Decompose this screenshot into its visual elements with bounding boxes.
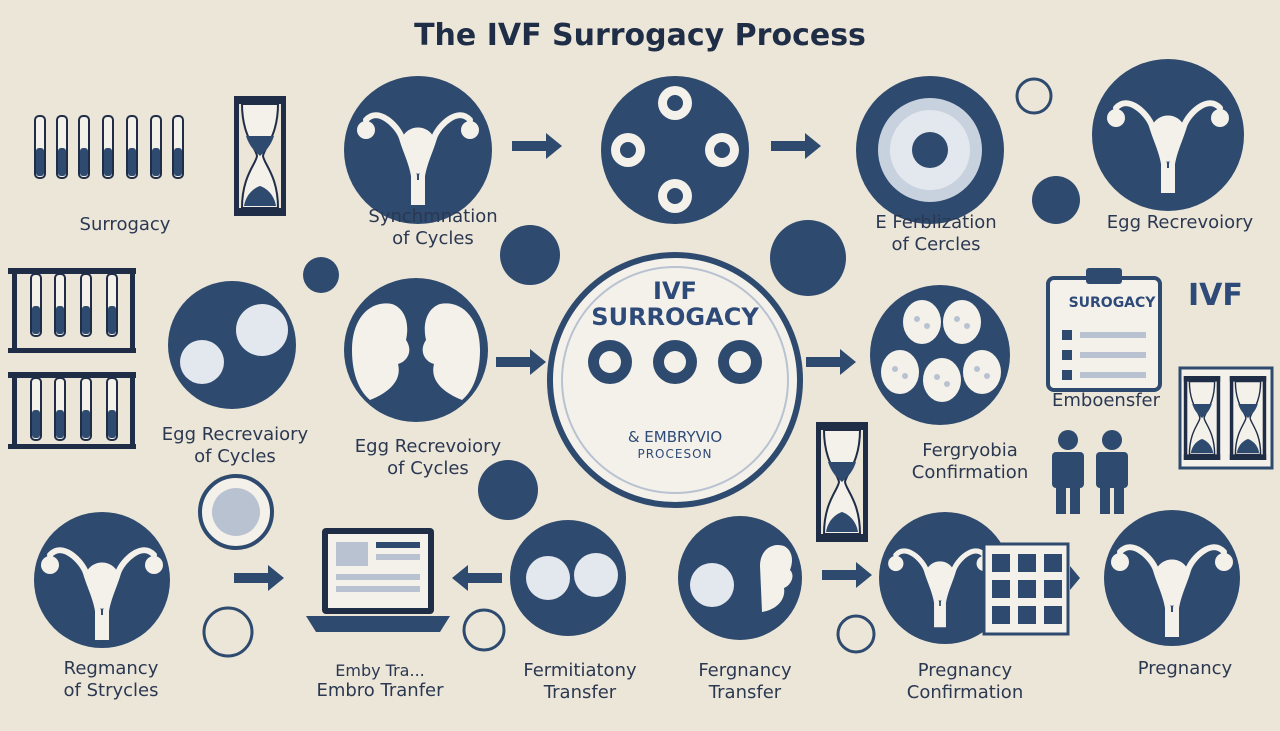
label-fert-1: E Ferblization — [875, 212, 997, 233]
ultrasound-grid-icon — [982, 542, 1070, 636]
clipboard-icon — [1046, 268, 1162, 392]
label-bottom-4b: Transfer — [708, 682, 782, 703]
hourglass-pair — [1178, 366, 1274, 470]
cells-icon — [770, 220, 846, 296]
label-emboensfer: Emboensfer — [1051, 390, 1161, 411]
cell-icon — [202, 606, 254, 658]
cell-icon — [462, 608, 506, 652]
syringe-icon — [303, 257, 339, 293]
hourglass-icon — [815, 421, 869, 543]
label-bottom-2a: Emby Tra... — [335, 661, 425, 680]
test-tubes-row — [34, 115, 184, 179]
center-title-1: IVF — [653, 277, 697, 305]
label-bottom-6: Pregnancy — [1137, 658, 1233, 679]
center-subtitle-2: PROCESON — [637, 447, 713, 461]
hourglass-icon — [233, 95, 287, 217]
pipette-icon — [478, 460, 538, 520]
cycle-circle — [601, 76, 749, 224]
label-sync-1: Synchmnation — [368, 206, 498, 227]
arrow-icon — [452, 565, 502, 591]
label-bottom-1b: of Strycles — [63, 680, 159, 701]
label-egg-mid-2: of Cycles — [387, 458, 469, 479]
arrow-icon — [771, 133, 821, 159]
laptop-icon — [306, 528, 450, 632]
label-egg-mid-1: Egg Recrevoiory — [354, 436, 502, 457]
label-ferg-1: Fergryobia — [922, 440, 1018, 461]
label-bottom-2b: Embro Tranfer — [316, 680, 444, 701]
label-egg-top: Egg Recrevoiory — [1106, 212, 1254, 233]
center-subtitle-1: & EMBRYVIO — [627, 428, 723, 446]
clipboard-label: SUROGACY — [1068, 295, 1156, 311]
label-bottom-3a: Fermitiatony — [523, 660, 637, 681]
label-bottom-1a: Regmancy — [63, 658, 159, 679]
label-egg-left-1: Egg Recrevaiory — [161, 424, 309, 445]
label-bottom-3b: Transfer — [543, 682, 617, 703]
arrow-icon — [806, 349, 856, 375]
arrow-icon — [234, 565, 284, 591]
label-sync-2: of Cycles — [392, 228, 474, 249]
embryo-icon — [500, 225, 560, 285]
ivf-side-label: IVF — [1188, 278, 1243, 313]
arrow-icon — [512, 133, 562, 159]
target-icon — [1015, 77, 1053, 115]
cell-icon — [836, 614, 876, 654]
label-fert-2: of Cercles — [891, 234, 981, 255]
label-egg-left-2: of Cycles — [194, 446, 276, 467]
test-tube-rack — [8, 268, 136, 449]
label-bottom-4a: Fergnancy — [698, 660, 792, 681]
label-surrogacy: Surrogacy — [79, 214, 171, 235]
center-title-2: SURROGACY — [591, 303, 759, 331]
label-bottom-5a: Pregnancy — [917, 660, 1013, 681]
page-title: The IVF Surrogacy Process — [414, 18, 866, 53]
label-bottom-5b: Confirmation — [906, 682, 1024, 703]
people-icon — [1052, 430, 1128, 514]
label-ferg-2: Confirmation — [911, 462, 1029, 483]
sperm-icon — [1032, 176, 1080, 224]
arrow-icon — [822, 562, 872, 588]
arrow-icon — [496, 349, 546, 375]
arrow-icon — [1070, 566, 1080, 590]
